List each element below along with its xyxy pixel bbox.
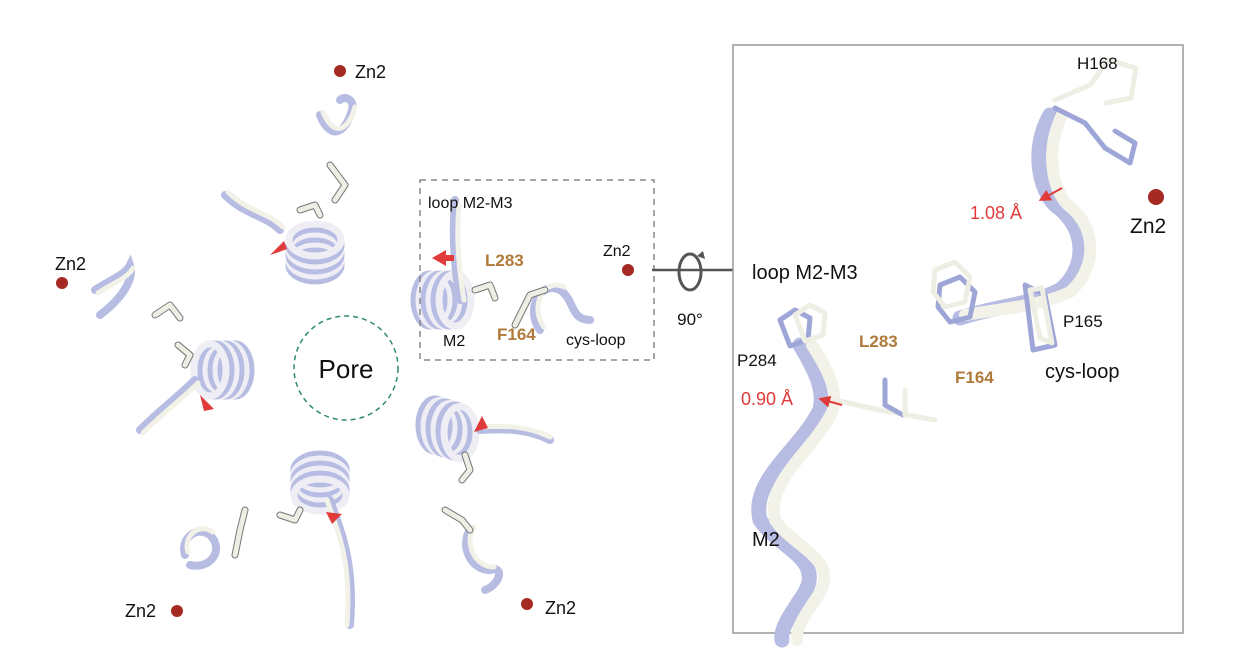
- zinc-ion: [56, 277, 68, 289]
- arrow-icon: [432, 250, 454, 266]
- pore-circle: [293, 315, 399, 421]
- zinc-ion: [171, 605, 183, 617]
- zinc-ions: [56, 65, 634, 617]
- movement-arrows: [200, 241, 488, 524]
- pore-label: Pore: [319, 354, 374, 384]
- cys-loop-label: cys-loop: [1045, 361, 1119, 383]
- left-panel-top-view: Pore Zn2 Zn2 Zn2 Zn2 loop M2-M3 M2 L283 …: [55, 62, 655, 629]
- alpha-helix: [190, 340, 255, 400]
- f164-label: F164: [955, 368, 994, 387]
- arrow-icon: [200, 395, 214, 411]
- inset-m2-label: M2: [443, 333, 465, 350]
- zn-label: Zn2: [1130, 215, 1166, 238]
- rotation-label: 90°: [677, 310, 703, 329]
- rotation-indicator: 90°: [652, 251, 733, 329]
- zinc-ion: [1148, 189, 1164, 205]
- p284-label: P284: [737, 351, 777, 370]
- loop-m2-m3-label: loop M2-M3: [752, 262, 858, 284]
- zinc-ion: [521, 598, 533, 610]
- alpha-helix: [290, 450, 350, 515]
- zn-label: Zn2: [355, 62, 386, 82]
- zn-label: Zn2: [125, 601, 156, 621]
- zn-label: Zn2: [55, 254, 86, 274]
- inset-l283-label: L283: [485, 251, 524, 270]
- inset-loop-label: loop M2-M3: [428, 195, 513, 212]
- inset-cys-loop-label: cys-loop: [566, 332, 626, 349]
- h168-label: H168: [1077, 54, 1118, 73]
- m2-label: M2: [752, 529, 780, 551]
- peripheral-loops: [91, 94, 594, 629]
- arrow-icon: [326, 512, 342, 524]
- zn-label: Zn2: [545, 598, 576, 618]
- helix-group: [190, 220, 480, 515]
- right-panel-side-view: H168 Zn2 1.08 Å loop M2-M3 P165 P284 L28…: [732, 44, 1184, 648]
- arrow-icon: [270, 241, 287, 255]
- p165-label: P165: [1063, 312, 1103, 331]
- distance-upper-label: 1.08 Å: [970, 203, 1022, 223]
- alpha-helix: [415, 395, 480, 462]
- distance-lower-label: 0.90 Å: [741, 389, 793, 409]
- inset-zn-label: Zn2: [603, 243, 631, 260]
- inset-f164-label: F164: [497, 325, 536, 344]
- zinc-ion: [334, 65, 346, 77]
- alpha-helix: [285, 220, 345, 285]
- l283-label: L283: [859, 332, 898, 351]
- distance-arrow-upper: [1038, 187, 1063, 201]
- distance-arrow-lower: [818, 395, 843, 408]
- arrow-icon: [474, 416, 488, 432]
- rotate-icon: [677, 252, 703, 292]
- zinc-ion: [622, 264, 634, 276]
